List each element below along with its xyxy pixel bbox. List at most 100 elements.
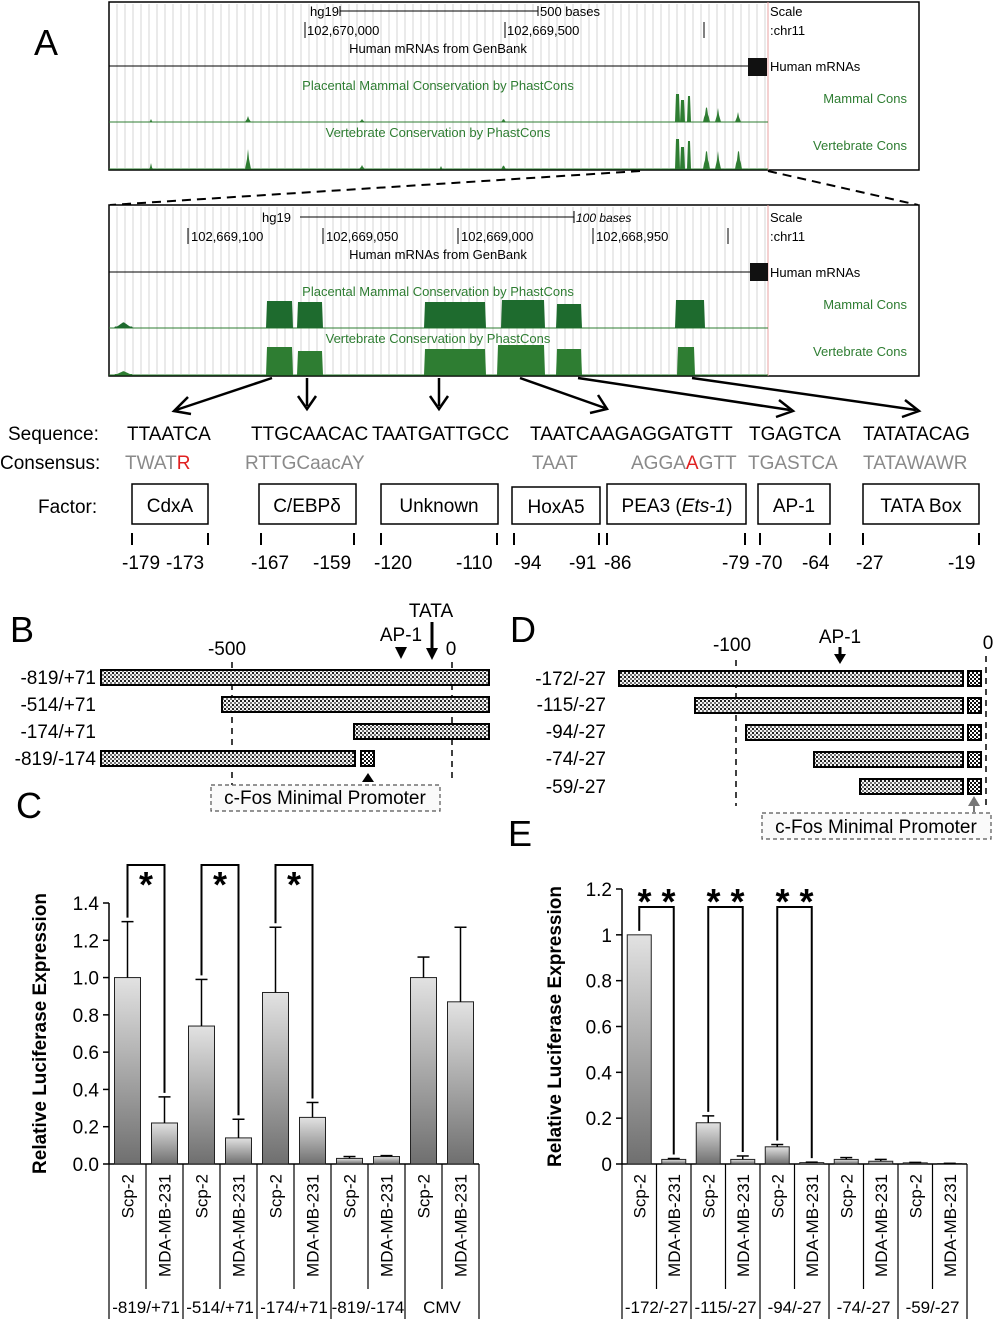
- construct-bar: [618, 670, 964, 687]
- construct-bar: [100, 750, 356, 767]
- construct-bar: [221, 696, 490, 713]
- y-tick-label: 0.6: [73, 1043, 99, 1064]
- tata-label: TATA: [409, 601, 454, 622]
- consensus-text: TAAT: [532, 453, 578, 474]
- category-label: Scp-2: [837, 1174, 856, 1218]
- mammal-conservation-track: [109, 300, 768, 328]
- mrna-track-title: Human mRNAs from GenBank: [349, 41, 527, 56]
- vertebrate-track-title: Vertebrate Conservation by PhastCons: [326, 331, 551, 346]
- bar: [868, 1160, 894, 1165]
- construct-labels-b: -819/+71 -514/+71 -174/+71 -819/-174: [15, 668, 97, 770]
- significance-marker: *: [287, 864, 301, 905]
- construct-label: -172/-27: [535, 669, 606, 690]
- vertebrate-track-label: Vertebrate Cons: [813, 138, 907, 153]
- mammal-track-title: Placental Mammal Conservation by PhastCo…: [302, 284, 574, 299]
- bar: [730, 1158, 756, 1165]
- construct-bar: [100, 669, 490, 686]
- factor-label: HoxA5: [527, 497, 584, 518]
- y-tick-label: 0.4: [73, 1080, 100, 1101]
- category-label: Scp-2: [193, 1174, 212, 1218]
- category-label: Scp-2: [415, 1174, 434, 1218]
- significance-marker: * *: [706, 881, 744, 922]
- axis-tick-label: 0: [983, 633, 994, 654]
- axis-tick-label: -500: [208, 639, 246, 660]
- construct-label: -819/+71: [20, 668, 96, 689]
- position-label: -159: [313, 553, 351, 574]
- mrna-track-label: Human mRNAs: [770, 59, 861, 74]
- position-label: -91: [569, 553, 596, 574]
- group-label: -514/+71: [186, 1298, 254, 1317]
- factor-label: PEA3 (Ets-1): [622, 496, 733, 517]
- coordinate-label: 102,669,500: [507, 23, 579, 38]
- position-label: -110: [456, 553, 493, 574]
- sequence-row: TTAATCA TTGCAACAC TAATGATTGCC TAATCAAGAG…: [127, 424, 970, 445]
- consensus-text: TGASTCA: [748, 453, 838, 474]
- y-tick-label: 0.8: [73, 1006, 99, 1027]
- sequence-text: TTGCAACAC: [251, 424, 368, 445]
- significance-marker: *: [139, 864, 153, 905]
- chromosome-label: :chr11: [770, 23, 805, 38]
- construct-label: -174/+71: [20, 722, 96, 743]
- zoom-line-right: [767, 170, 919, 206]
- significance-bracket: [776, 906, 813, 1159]
- ap1-arrow-head: [395, 647, 407, 659]
- position-labels: -179 -173 -167 -159 -120 -110 -94 -91 -8…: [122, 553, 975, 574]
- coordinate-label: 102,670,000: [307, 23, 379, 38]
- group-label: -115/-27: [694, 1298, 756, 1317]
- vertebrate-track-title: Vertebrate Conservation by PhastCons: [326, 125, 551, 140]
- panel-label-a: A: [34, 22, 58, 63]
- significance-bracket: [126, 864, 166, 1093]
- scale-bar-label: 100 bases: [576, 211, 631, 225]
- construct-label: -819/-174: [15, 749, 97, 770]
- category-label: MDA-MB-231: [665, 1174, 684, 1277]
- category-label: MDA-MB-231: [156, 1174, 175, 1277]
- significance-marker: * *: [775, 881, 813, 922]
- assembly-label: hg19: [310, 4, 339, 19]
- tata-arrow-head: [426, 648, 438, 660]
- sequence-text: TATATACAG: [863, 424, 970, 445]
- genome-browser-zoom: hg19 100 bases Scale :chr11 102,669,100 …: [108, 204, 920, 377]
- significance-marker: * *: [637, 881, 675, 922]
- y-tick-label: 1.0: [73, 969, 99, 990]
- construct-bar: [813, 751, 964, 768]
- category-label: MDA-MB-231: [734, 1174, 753, 1277]
- scale-label: Scale: [770, 210, 803, 225]
- position-label: -70: [755, 553, 782, 574]
- coordinate-label: 102,669,100: [191, 229, 263, 244]
- element-arrows: [171, 376, 922, 419]
- panel-label-d: D: [510, 609, 536, 650]
- sequence-text: TAATCAAGAGGATGTT: [530, 424, 733, 445]
- mammal-track-label: Mammal Cons: [823, 297, 907, 312]
- y-axis-label: Relative Luciferase Expression: [30, 893, 51, 1174]
- factor-label: Unknown: [399, 496, 478, 517]
- bar: [336, 1157, 363, 1165]
- zoom-line-left: [109, 170, 641, 206]
- minimal-promoter-label: c-Fos Minimal Promoter: [224, 788, 426, 809]
- bar: [695, 1122, 721, 1165]
- category-label: Scp-2: [119, 1174, 138, 1218]
- scale-label: Scale: [770, 4, 803, 19]
- bar: [833, 1158, 859, 1165]
- position-label: -167: [251, 553, 289, 574]
- scale-bar-label: 500 bases: [540, 4, 600, 19]
- bar: [188, 1025, 215, 1165]
- group-label: CMV: [423, 1298, 461, 1317]
- factor-label: AP-1: [773, 496, 815, 517]
- mrna-track-label: Human mRNAs: [770, 265, 861, 280]
- position-label: -64: [802, 553, 830, 574]
- group-label: -174/+71: [260, 1298, 328, 1317]
- position-label: -94: [514, 553, 542, 574]
- group-label: -74/-27: [837, 1298, 891, 1317]
- panel-label-b: B: [10, 609, 34, 650]
- construct-bar: [694, 697, 964, 714]
- factor-label: CdxA: [147, 496, 194, 517]
- bar: [410, 977, 437, 1165]
- y-tick-label: 1.2: [586, 880, 612, 901]
- vertebrate-track-label: Vertebrate Cons: [813, 344, 907, 359]
- position-label: -79: [722, 553, 749, 574]
- ap1-label: AP-1: [380, 625, 422, 646]
- browser-grid-lines: [116, 4, 766, 168]
- category-label: MDA-MB-231: [378, 1174, 397, 1277]
